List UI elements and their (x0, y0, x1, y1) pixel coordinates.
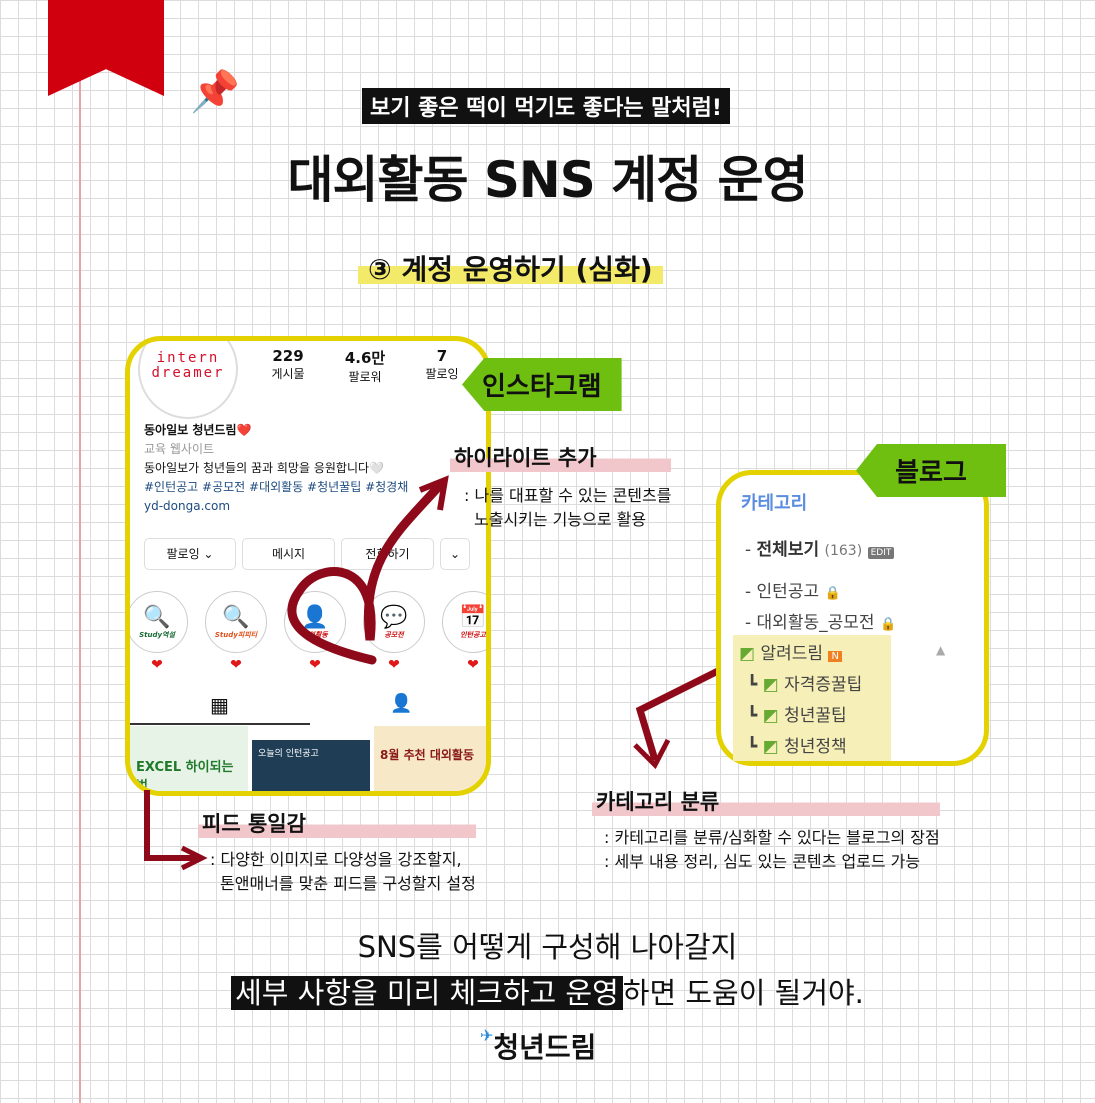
person-icon: 👤 (301, 605, 329, 630)
category-arrowhead (633, 738, 671, 770)
highlight-item[interactable]: 📅인턴공고❤ (442, 591, 487, 673)
tagged-tab-icon[interactable]: 👤 (390, 693, 413, 714)
category-arrow (635, 661, 732, 762)
subcategory-item[interactable]: ┗ ◩ 청년꿀팁 (747, 706, 847, 726)
heart-icon: ❤ (230, 657, 242, 673)
folder-icon: ◩ (739, 644, 756, 664)
profile-category: 교육 웹사이트 (144, 442, 215, 456)
annotation-title: 피드 통일감 (198, 808, 476, 838)
margin-line (79, 0, 81, 1103)
profile-bio: 동아일보 청년드림❤️ 교육 웹사이트 동아일보가 청년들의 꿈과 희망을 응원… (144, 421, 408, 516)
grid-tab-icon[interactable]: ▦ (210, 693, 229, 717)
highlight-arrowhead (418, 475, 449, 511)
active-tab-indicator (130, 723, 310, 725)
heart-icon: ❤ (309, 657, 321, 673)
hashtags[interactable]: #인턴공고 #공모전 #대외활동 #청년꿀팁 #청경채 (144, 480, 409, 494)
following-button[interactable]: 팔로잉 ⌄ (144, 538, 236, 570)
category-item[interactable]: - 대외활동_공모전 🔒 (745, 613, 897, 633)
tagline: 보기 좋은 떡이 먹기도 좋다는 말처럼! (362, 88, 730, 124)
category-item[interactable]: - 인턴공고 🔒 (745, 582, 841, 602)
feed-post[interactable]: EXCEL 하이되는 법 (130, 726, 248, 791)
annotation-text: : 다양한 이미지로 다양성을 강조할지, (210, 850, 462, 869)
feed-post[interactable]: 오늘의 인턴공고 (252, 726, 370, 791)
brand-logo: ✈청년드림 (480, 1026, 597, 1064)
feed-post[interactable]: 8월 추천 대외활동 (374, 726, 486, 791)
feed-annotation: 피드 통일감 : 다양한 이미지로 다양성을 강조할지, 톤앤매너를 맞춘 피드… (198, 808, 476, 896)
category-item-notice[interactable]: ◩ 알려드림 N (739, 639, 842, 664)
highlight-item[interactable]: 🔍Study피피티❤ (205, 591, 267, 673)
feed-arrow (144, 790, 200, 861)
category-all[interactable]: - 전체보기 (163) EDIT (745, 535, 895, 560)
message-button[interactable]: 메시지 (242, 538, 335, 570)
profile-name: 동아일보 청년드림❤️ (144, 423, 252, 437)
highlight-arrow (287, 480, 445, 665)
annotation-title: 하이라이트 추가 (450, 442, 672, 472)
closing-line-1: SNS를 어떻게 구성해 나아갈지 (357, 930, 738, 964)
page-title: 대외활동 SNS 계정 운영 (287, 151, 808, 209)
search-icon: 🔍 (222, 605, 250, 630)
lock-icon: 🔒 (879, 617, 897, 632)
lock-icon: 🔒 (824, 586, 841, 601)
subtitle: ③ 계정 운영하기 (심화) (358, 248, 663, 288)
profile-link[interactable]: yd-donga.com (144, 499, 231, 513)
annotation-title: 카테고리 분류 (592, 786, 940, 816)
highlight-annotation: 하이라이트 추가 : 나를 대표할 수 있는 콘텐츠를 노출시키는 기능으로 활… (450, 442, 672, 532)
plane-icon: ✈ (480, 1026, 494, 1045)
selected-category-group (733, 635, 891, 761)
more-button[interactable]: ⌄ (440, 538, 470, 570)
bio-text: 동아일보가 청년들의 꿈과 희망을 응원합니다🤍 (144, 461, 384, 475)
instagram-ribbon: 인스타그램 (462, 358, 622, 411)
annotation-text: : 카테고리를 분류/심화할 수 있다는 블로그의 장점 (604, 828, 940, 847)
highlight-item[interactable]: 🔍Study역설❤ (130, 591, 188, 673)
annotation-text: 노출시키는 기능으로 활용 (474, 510, 647, 529)
chat-icon: 💬 (380, 605, 408, 630)
subcategory-item[interactable]: ┗ ◩ 자격증꿀팁 (747, 675, 863, 695)
calendar-icon: 📅 (459, 605, 487, 630)
category-heading: 카테고리 (741, 493, 808, 514)
blog-ribbon: 블로그 (856, 444, 1006, 497)
pushpin-icon: 📌 (190, 69, 240, 115)
subcategory-item[interactable]: ┗ ◩ 청년정책 (747, 737, 847, 757)
annotation-text: 톤앤매너를 맞춘 피드를 구성할지 설정 (220, 874, 476, 893)
edit-badge[interactable]: EDIT (867, 547, 895, 559)
search-icon: 🔍 (143, 605, 171, 630)
highlight-item[interactable]: 💬공모전❤ (363, 591, 425, 673)
heart-icon: ❤ (388, 657, 400, 673)
heart-icon: ❤ (151, 657, 163, 673)
new-badge: N (828, 651, 842, 662)
annotation-text: : 나를 대표할 수 있는 콘텐츠를 (464, 486, 672, 505)
blog-category-card: 카테고리 - 전체보기 (163) EDIT - 인턴공고 🔒 - 대외활동_공… (716, 470, 989, 766)
feed-arrowhead (180, 845, 208, 871)
collapse-arrow-icon[interactable]: ▲ (936, 643, 946, 657)
annotation-text: : 세부 내용 정리, 심도 있는 콘텐츠 업로드 가능 (604, 852, 921, 871)
category-annotation: 카테고리 분류 : 카테고리를 분류/심화할 수 있다는 블로그의 장점 : 세… (592, 786, 940, 874)
heart-icon: ❤ (467, 657, 479, 673)
